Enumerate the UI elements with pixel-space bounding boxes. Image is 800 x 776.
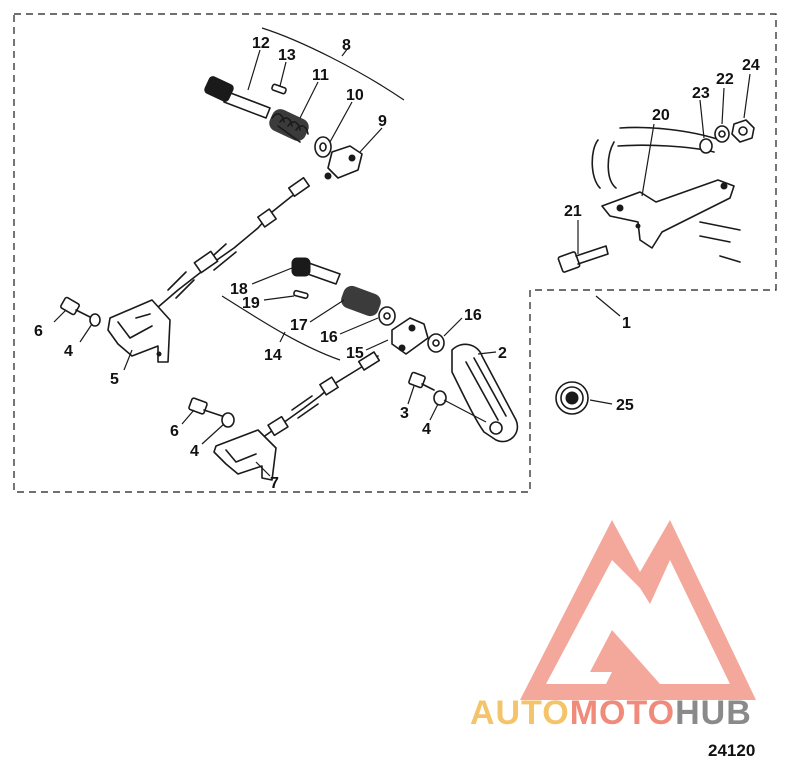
callout-19: 19 xyxy=(242,295,260,312)
callout-23: 23 xyxy=(692,85,710,102)
screw-3 xyxy=(408,371,435,391)
washer-4-upper xyxy=(89,313,101,327)
pin-19 xyxy=(293,289,309,300)
callout-12: 12 xyxy=(252,35,270,52)
washer-10 xyxy=(314,136,332,158)
callout-14: 14 xyxy=(264,347,282,364)
callout-2: 2 xyxy=(498,345,507,362)
engine-outline xyxy=(591,126,741,263)
clevis-9 xyxy=(324,145,363,180)
callout-5: 5 xyxy=(110,371,119,388)
thumbscrew-12 xyxy=(204,76,271,119)
callout-6-upper: 6 xyxy=(34,323,43,340)
watermark-brand-text: AUTOMOTOHUB xyxy=(470,690,800,736)
callout-22: 22 xyxy=(716,71,734,88)
callout-21: 21 xyxy=(564,203,582,220)
callout-7: 7 xyxy=(270,475,279,492)
washer-23 xyxy=(699,138,713,154)
bolt-21 xyxy=(557,245,609,273)
callout-25: 25 xyxy=(616,397,634,414)
callout-4-lower-right: 4 xyxy=(422,421,431,438)
callout-17: 17 xyxy=(290,317,308,334)
washer-4-lower-right xyxy=(433,390,447,406)
lower-throttle-cable xyxy=(261,351,381,439)
callout-13: 13 xyxy=(278,47,296,64)
callout-24: 24 xyxy=(742,57,760,74)
callout-3: 3 xyxy=(400,405,409,422)
callout-16-lower: 16 xyxy=(464,307,482,324)
watermark-logo-icon xyxy=(520,520,756,700)
brand-moto: MOTO xyxy=(569,694,676,732)
assembly-14-bracket xyxy=(221,295,341,361)
screw-6-lower xyxy=(188,397,223,417)
callout-6-lower: 6 xyxy=(170,423,179,440)
callout-16-upper: 16 xyxy=(320,329,338,346)
washer-4-lower-left xyxy=(221,412,235,428)
clevis-15 xyxy=(391,317,429,355)
drawing-number: 24120 xyxy=(708,741,756,760)
washer-16-upper xyxy=(378,306,396,326)
bracket-7 xyxy=(213,429,277,481)
thumbscrew-18 xyxy=(291,257,341,285)
spring-17 xyxy=(341,285,381,317)
nut-24 xyxy=(731,119,755,143)
leader-lines xyxy=(53,49,751,477)
callout-10: 10 xyxy=(346,87,364,104)
washer-16-lower xyxy=(427,333,445,353)
callout-4-lower-left: 4 xyxy=(190,443,199,460)
callout-11: 11 xyxy=(312,67,329,84)
brand-hub: HUB xyxy=(675,694,752,732)
callout-4-upper: 4 xyxy=(64,343,73,360)
mount-bracket-20 xyxy=(601,179,735,249)
throttle-lever-2 xyxy=(451,343,519,443)
assembly-8-bracket xyxy=(261,27,405,101)
callout-18: 18 xyxy=(230,281,248,298)
assembly-8-bracket-leader xyxy=(341,47,349,57)
grommet-25 xyxy=(555,381,589,415)
upper-throttle-cable xyxy=(149,176,311,315)
screw-6-upper xyxy=(60,296,93,319)
callout-8: 8 xyxy=(342,37,351,54)
callout-20: 20 xyxy=(652,107,670,124)
callout-9: 9 xyxy=(378,113,387,130)
callout-15: 15 xyxy=(346,345,364,362)
spring-11 xyxy=(269,109,309,143)
assembly-14-bracket-leader xyxy=(279,331,286,343)
callout-1: 1 xyxy=(622,315,631,332)
brand-auto: AUTO xyxy=(470,694,570,732)
washer-22 xyxy=(714,125,730,143)
kit-boundary xyxy=(13,13,777,493)
pin-13 xyxy=(271,83,287,95)
bracket-5 xyxy=(107,299,171,363)
